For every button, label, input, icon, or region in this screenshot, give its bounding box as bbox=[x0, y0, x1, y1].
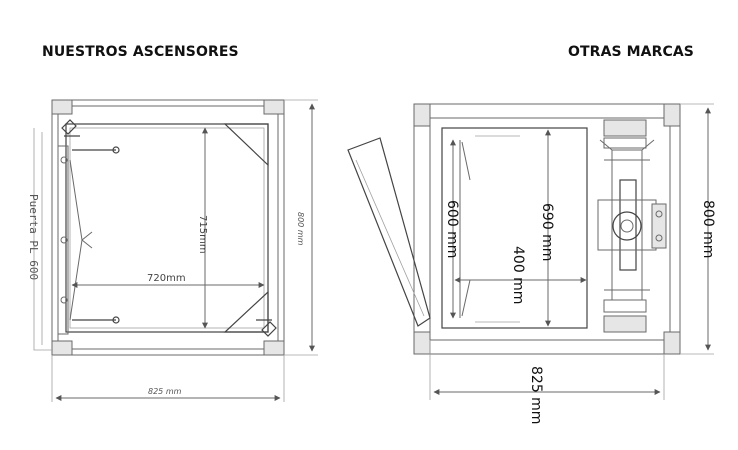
right-dim-800-label: 800 mm bbox=[700, 200, 716, 258]
heading-our-elevators: NUESTROS ASCENSORES bbox=[42, 44, 239, 60]
heading-other-brands: OTRAS MARCAS bbox=[568, 44, 694, 60]
left-corner-block-br bbox=[263, 340, 285, 356]
left-cabin bbox=[65, 123, 269, 333]
right-drive-machinery bbox=[597, 119, 667, 333]
left-door-rail bbox=[57, 145, 69, 335]
left-shaft-outer bbox=[51, 99, 285, 356]
left-dim-715-label: 715mm bbox=[197, 215, 208, 254]
right-dim-825-label: 825 mm bbox=[528, 366, 544, 424]
left-bracket-tr bbox=[223, 123, 269, 167]
left-elevator-plan: Puerta PL 600 715mm 720mm 800 mm 825 mm bbox=[27, 99, 318, 402]
left-door-label: Puerta PL 600 bbox=[27, 194, 40, 280]
left-cabin-inner bbox=[69, 127, 265, 329]
right-cabin bbox=[441, 127, 588, 329]
left-rail-anchor-top bbox=[61, 119, 80, 137]
right-corner-block-br bbox=[663, 331, 681, 355]
left-door-linkage bbox=[69, 159, 93, 321]
right-dim-600-label: 600 mm bbox=[444, 200, 460, 258]
left-dim-720-label: 720mm bbox=[147, 273, 186, 284]
right-elevator-plan: 600 mm 690 mm 400 mm 800 mm bbox=[347, 103, 716, 424]
right-shaft-outer bbox=[413, 103, 681, 355]
right-dim-400-label: 400 mm bbox=[510, 246, 526, 304]
left-rail-anchor-bottom bbox=[256, 319, 277, 337]
right-corner-block-tl bbox=[413, 103, 431, 127]
left-corner-block-tr bbox=[263, 99, 285, 115]
right-corner-block-bl bbox=[413, 331, 431, 355]
right-dim-690-label: 690 mm bbox=[539, 203, 555, 261]
left-bracket-br bbox=[223, 290, 269, 333]
left-door-frame bbox=[33, 128, 52, 351]
left-corner-block-bl bbox=[51, 340, 73, 356]
right-corner-block-tr bbox=[663, 103, 681, 127]
left-dim-825-label: 825 mm bbox=[148, 387, 182, 396]
left-dim-800-label: 800 mm bbox=[296, 212, 305, 246]
right-swing-door bbox=[347, 137, 431, 327]
right-shaft-inner bbox=[429, 117, 671, 341]
right-cabin-door-side bbox=[459, 140, 471, 318]
left-corner-block-tl bbox=[51, 99, 73, 115]
